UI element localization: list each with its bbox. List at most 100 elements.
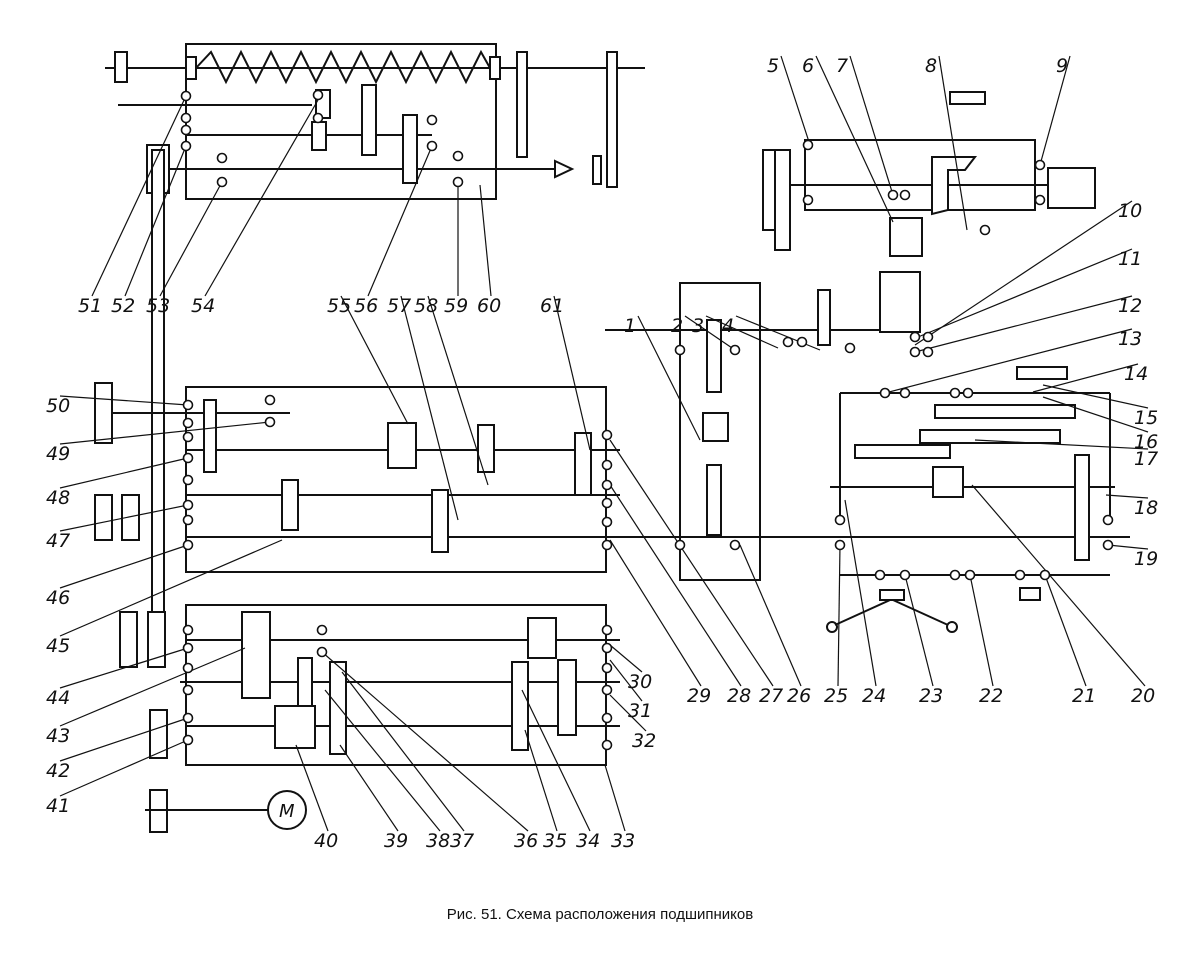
- callout-leader-44: [59, 647, 189, 689]
- callout-leader-35: [524, 729, 558, 832]
- callout-leader-31: [609, 659, 643, 702]
- callout-leader-4: [735, 315, 821, 351]
- callout-leader-11: [917, 248, 1133, 338]
- callout-53: 53: [146, 295, 170, 317]
- callout-50: 50: [46, 395, 70, 417]
- callout-leader-38: [324, 689, 441, 832]
- head-motor-box: [1047, 167, 1096, 209]
- callout-leader-36: [321, 651, 529, 832]
- gear-u5: [281, 479, 299, 531]
- callout-leader-37: [341, 671, 465, 832]
- bearing-icon: [782, 336, 794, 348]
- bearing-icon: [216, 152, 228, 164]
- bearing-icon: [182, 642, 194, 654]
- bearing-icon: [182, 662, 194, 674]
- bearing-icon: [1102, 539, 1114, 551]
- bearing-block-20: [932, 466, 964, 498]
- handwheel: [516, 51, 528, 158]
- bearing-icon: [844, 342, 856, 354]
- bearing-icon: [452, 176, 464, 188]
- callout-leader-60: [479, 184, 492, 297]
- gear-u1: [203, 399, 217, 473]
- gear-bar-3: [854, 444, 951, 459]
- callout-24: 24: [862, 685, 886, 707]
- callout-21: 21: [1072, 685, 1096, 707]
- gear-block-b: [361, 84, 377, 156]
- bearing-icon: [1102, 514, 1114, 526]
- callout-56: 56: [354, 295, 378, 317]
- bearing-icon: [312, 89, 324, 101]
- callout-leader-5: [780, 55, 811, 146]
- callout-5: 5: [767, 55, 779, 77]
- callout-48: 48: [46, 487, 70, 509]
- callout-47: 47: [46, 530, 70, 552]
- callout-40: 40: [314, 830, 338, 852]
- gear-block-61: [574, 432, 592, 496]
- bearing-icon: [962, 387, 974, 399]
- callout-leader-48: [59, 457, 189, 489]
- bearing-icon: [316, 646, 328, 658]
- bearing-icon: [180, 90, 192, 102]
- bearing-icon: [601, 516, 613, 528]
- bearing-icon: [264, 416, 276, 428]
- callout-leader-17: [974, 439, 1149, 450]
- callout-leader-30: [609, 644, 643, 673]
- callout-14: 14: [1124, 363, 1148, 385]
- figure-caption: Рис. 51. Схема расположения подшипников: [446, 906, 754, 923]
- bearing-icon: [601, 429, 613, 441]
- gear-block-43: [241, 611, 271, 699]
- callout-leader-20: [971, 484, 1146, 687]
- callout-27: 27: [759, 685, 783, 707]
- bearing-icon: [601, 684, 613, 696]
- gear-block-31: [527, 617, 557, 659]
- callout-leader-18: [1105, 494, 1149, 499]
- callout-leader-13: [884, 328, 1133, 394]
- callout-leader-47: [59, 504, 189, 532]
- handle-knob-left: [826, 621, 838, 633]
- callout-leader-46: [59, 544, 189, 589]
- callout-39: 39: [384, 830, 408, 852]
- bearing-icon: [180, 140, 192, 152]
- callout-leader-43: [59, 647, 246, 727]
- bevel-gear: [931, 156, 978, 216]
- callout-1: 1: [624, 315, 636, 337]
- bearing-icon: [264, 394, 276, 406]
- callout-16: 16: [1134, 431, 1158, 453]
- bearing-icon: [426, 114, 438, 126]
- gear-block-37: [329, 661, 347, 755]
- quill-rack-lower: [706, 464, 722, 536]
- callout-leader-26: [739, 544, 802, 687]
- spindle-head: [605, 91, 1130, 633]
- callout-9: 9: [1056, 55, 1068, 77]
- callout-leader-14: [1032, 363, 1139, 393]
- clutch-cones-10: [879, 271, 921, 333]
- callout-30: 30: [628, 671, 652, 693]
- callout-leader-39: [339, 744, 399, 832]
- callout-leader-50: [59, 395, 189, 406]
- callout-3: 3: [692, 315, 704, 337]
- chain-sprocket-upper: [94, 382, 113, 444]
- bearing-icon: [887, 189, 899, 201]
- callout-leader-24: [844, 499, 877, 687]
- bearing-icon: [796, 336, 808, 348]
- callout-10: 10: [1118, 200, 1142, 222]
- gearbox-upper: [94, 382, 830, 573]
- callout-leader-25: [837, 544, 841, 687]
- callout-59: 59: [444, 295, 468, 317]
- bearing-icon: [316, 624, 328, 636]
- callout-leader-55: [340, 295, 409, 425]
- callout-36: 36: [514, 830, 538, 852]
- bearing-icon: [899, 387, 911, 399]
- bearing-icon: [802, 139, 814, 151]
- callout-11: 11: [1118, 248, 1142, 270]
- bearing-icon: [180, 124, 192, 136]
- bearing-icon: [312, 112, 324, 124]
- callout-leader-40: [295, 744, 329, 832]
- chain-sprocket-lower-a: [119, 611, 138, 668]
- bearing-block-1: [702, 412, 729, 442]
- callout-25: 25: [824, 685, 848, 707]
- callout-33: 33: [611, 830, 635, 852]
- callout-leader-45: [59, 539, 283, 637]
- bearing-icon: [674, 539, 686, 551]
